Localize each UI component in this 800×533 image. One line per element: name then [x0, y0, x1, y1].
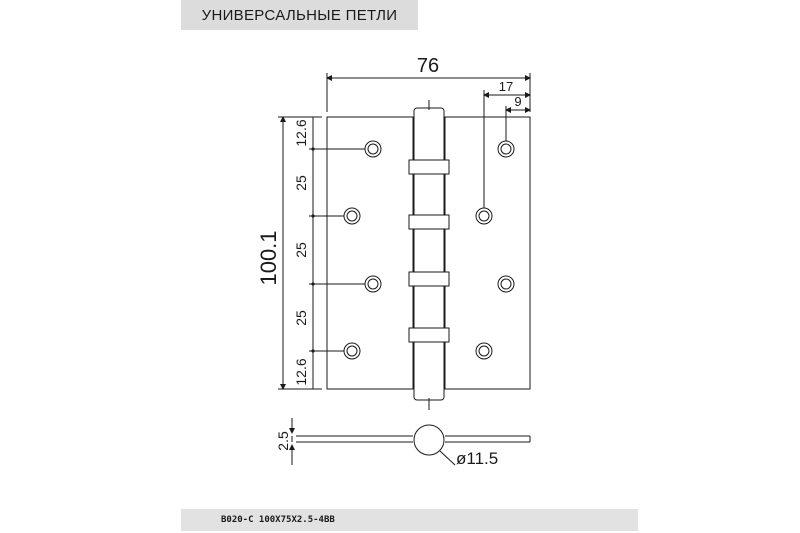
knuckle-diameter-dimension: ø11.5 — [456, 449, 498, 468]
gap-3-dimension: 25 — [293, 310, 309, 326]
left-screw-holes — [343, 140, 382, 360]
offset-inner-dimension: 9 — [514, 94, 521, 109]
model-code: B020-C 100X75X2.5-4BB — [221, 515, 335, 525]
page-title: УНИВЕРСАЛЬНЫЕ ПЕТЛИ — [201, 6, 398, 24]
height-dimension: 100.1 — [256, 230, 281, 285]
right-leaf-plate — [444, 116, 531, 390]
gap-2-dimension: 25 — [293, 242, 309, 258]
hinge-barrel — [408, 100, 450, 410]
model-banner: B020-C 100X75X2.5-4BB — [181, 509, 638, 531]
title-banner: УНИВЕРСАЛЬНЫЕ ПЕТЛИ — [181, 0, 418, 30]
width-dimension: 76 — [417, 55, 439, 77]
gap-bottom-dimension: 12.6 — [293, 358, 309, 385]
hinge-side-profile — [296, 424, 531, 466]
thickness-dimension: 2.5 — [275, 431, 291, 451]
offset-outer-dimension: 17 — [499, 79, 513, 94]
left-leaf-plate — [326, 116, 414, 390]
right-screw-holes — [475, 140, 515, 360]
gap-top-dimension: 12.6 — [293, 119, 309, 146]
gap-1-dimension: 25 — [293, 175, 309, 191]
